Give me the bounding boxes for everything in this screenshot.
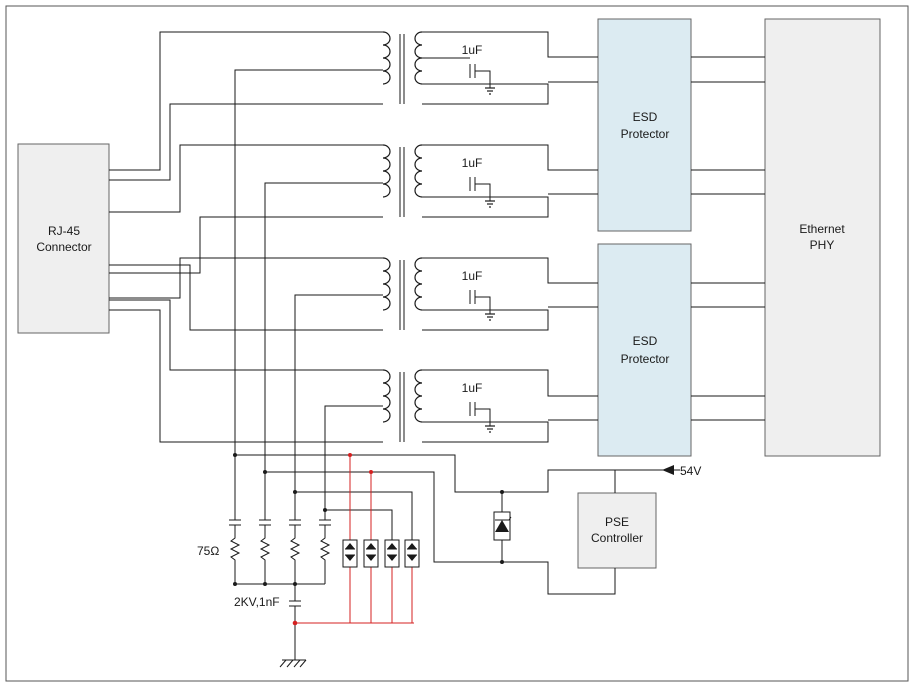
rj45-connector-block (17, 143, 110, 334)
cap-label-2: 1uF (462, 156, 483, 170)
cap-label-3: 1uF (462, 269, 483, 283)
transformer-channels (382, 31, 423, 442)
primary-wiring (109, 31, 383, 520)
pse-controller-block (577, 492, 657, 569)
supply-arrow-icon (662, 465, 674, 475)
chassis-ground-icon (279, 659, 307, 668)
pse-tvs-diode (493, 511, 512, 541)
esd-top-label-line2: Protector (621, 127, 670, 141)
ethernet-phy-block (764, 18, 881, 457)
transformer-3 (382, 257, 423, 330)
rj45-label-line2: Connector (36, 240, 91, 254)
cap-label-4: 1uF (462, 381, 483, 395)
esd-protector-bottom-block (597, 243, 692, 457)
supply-label: 54V (680, 464, 701, 478)
surge-wiring (295, 455, 414, 624)
bus-wiring (235, 454, 680, 595)
esd-top-label-line1: ESD (633, 110, 658, 124)
junction-dots (233, 453, 504, 586)
outer-border (5, 5, 909, 682)
hv-cap-label: 2KV,1nF (234, 595, 280, 609)
phy-label-line2: PHY (810, 238, 835, 252)
pse-label-line2: Controller (591, 531, 643, 545)
surge-junctions (292, 453, 373, 626)
cap-label-1: 1uF (462, 43, 483, 57)
esd-bottom-label-line1: ESD (633, 334, 658, 348)
rj45-label-line1: RJ-45 (48, 224, 80, 238)
transformer-1 (382, 31, 423, 104)
surge-diode-array (342, 539, 420, 568)
phy-label-line1: Ethernet (799, 222, 845, 236)
secondary-wiring (422, 31, 598, 443)
transformer-4 (382, 369, 423, 442)
resistor-label: 75Ω (197, 544, 219, 558)
esd-bottom-label-line2: Protector (621, 352, 670, 366)
esd-to-phy-wires (691, 56, 765, 421)
esd-protector-top-block (597, 18, 692, 232)
termination-network (229, 519, 331, 660)
pse-label-line1: PSE (605, 515, 629, 529)
transformer-2 (382, 144, 423, 217)
